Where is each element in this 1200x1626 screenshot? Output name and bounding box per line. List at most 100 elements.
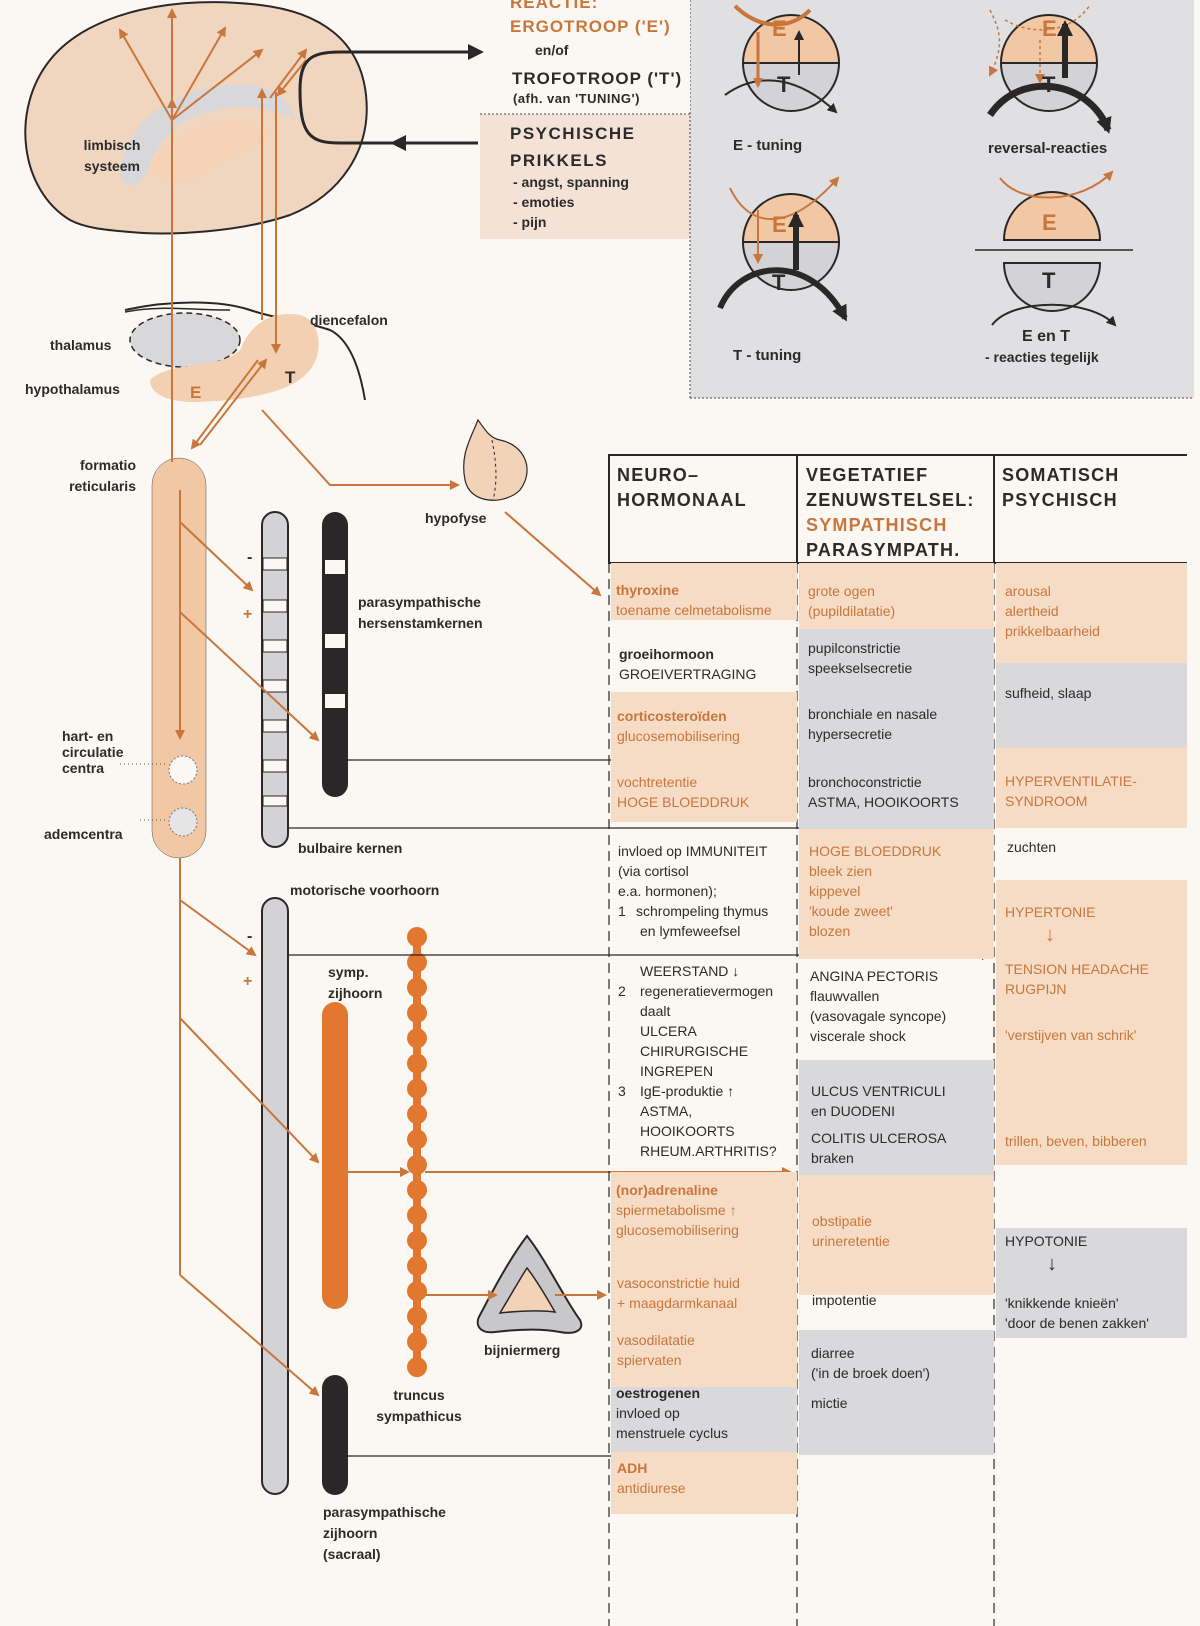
pp-angst: - angst, spanning xyxy=(513,174,629,190)
prikkels-label: PRIKKELS xyxy=(510,151,608,170)
bg-som-hypervent xyxy=(996,748,1187,828)
truncus-ganglion xyxy=(407,1281,427,1302)
neuro-immuniteit: invloed op IMMUNITEIT (via cortisol e.a.… xyxy=(618,843,769,939)
t-tuning-caption: T - tuning xyxy=(733,347,802,364)
truncus-ganglion xyxy=(407,1053,427,1074)
truncus-ganglion xyxy=(407,1180,427,1200)
arrow-down-dark: ↓ xyxy=(1047,1253,1057,1275)
bg-veg-ulcus xyxy=(799,1060,994,1175)
psychische-label: PSYCHISCHE xyxy=(510,124,636,143)
hypothal-T: T xyxy=(285,368,296,387)
hypothal-E: E xyxy=(190,383,202,402)
reversal-caption: reversal-reacties xyxy=(988,140,1108,157)
truncus-ganglion xyxy=(407,952,427,973)
tegelijk-caption: - reacties tegelijk xyxy=(985,349,1099,365)
veg-grote: grote ogen(pupildilatatie) xyxy=(808,583,896,619)
truncus-ganglion xyxy=(407,1129,427,1150)
minus-bottom: - xyxy=(247,928,253,945)
symp-zijhoorn-bar xyxy=(322,1002,348,1309)
veg-angina: ANGINA PECTORIS flauwvallen (vasovagale … xyxy=(810,968,947,1044)
truncus-ganglion xyxy=(407,1154,427,1175)
hart-circle xyxy=(168,755,198,785)
plus-top: + xyxy=(243,606,253,623)
psychische-box xyxy=(480,114,690,239)
ent-T: T xyxy=(1042,268,1056,293)
minus-top: - xyxy=(247,549,253,566)
bg-veg-diarree xyxy=(799,1330,994,1455)
bg-veg-hoge xyxy=(799,829,994,959)
veg-hoge: HOGE BLOEDDRUK bleek zien kippevel 'koud… xyxy=(809,843,942,939)
plus-bottom: + xyxy=(243,973,253,990)
som-hypertonie: HYPERTONIE xyxy=(1005,904,1096,920)
ruggenmerg-bar xyxy=(261,897,289,1495)
ttune-T: T xyxy=(772,270,786,295)
ttune-E: E xyxy=(772,212,787,237)
t-tuning-diagram xyxy=(717,176,848,322)
bg-som-hypotonie xyxy=(996,1228,1187,1338)
som-knik: 'knikkende knieën''door de benen zakken' xyxy=(1005,1295,1149,1331)
truncus-chain xyxy=(413,930,421,1370)
reactie-label: REACTIE: xyxy=(510,0,599,12)
som-trillen: trillen, beven, bibberen xyxy=(1005,1133,1147,1149)
thalamus-label: thalamus xyxy=(50,337,112,353)
e-tuning-caption: E - tuning xyxy=(733,137,803,154)
truncus-ganglion xyxy=(407,1205,427,1226)
bulbaire-label: bulbaire kernen xyxy=(298,840,403,856)
bg-neuro-adh xyxy=(611,1452,797,1514)
enof-label: en/of xyxy=(535,42,569,58)
bg-som-hypertonie xyxy=(996,880,1187,1165)
rev-T: T xyxy=(1042,72,1056,97)
header-neuro: NEURO–HORMONAAL xyxy=(617,465,747,510)
pp-emoties: - emoties xyxy=(513,194,575,210)
trofotroop-label: TROFOTROOP ('T') xyxy=(512,69,683,88)
truncus-ganglion xyxy=(407,1230,427,1251)
bg-neuro-cortico xyxy=(611,692,797,822)
bg-neuro-oestro xyxy=(611,1387,797,1452)
bg-veg-pupil xyxy=(799,629,994,829)
parasymp-bar xyxy=(322,512,348,797)
reactie-box xyxy=(480,0,690,112)
etune-T: T xyxy=(777,72,791,97)
n1: 1 xyxy=(618,903,626,919)
hypothalamus-label: hypothalamus xyxy=(25,381,120,397)
etune-E: E xyxy=(772,16,787,41)
bg-neuro-thyroxine xyxy=(611,563,797,620)
som-zuchten: zuchten xyxy=(1007,839,1057,855)
bg-som-sufheid xyxy=(996,663,1187,748)
bg-veg-grote xyxy=(799,563,994,629)
symp-zijhoorn-label: symp.zijhoorn xyxy=(328,964,383,1001)
truncus-ganglion xyxy=(407,1104,427,1125)
e-tuning-diagram xyxy=(724,4,841,114)
neuro-noradr: (nor)adrenaline spiermetabolisme ↑ gluco… xyxy=(616,1182,739,1238)
diencefalon-label: diencefalon xyxy=(310,312,388,328)
truncus-ganglion xyxy=(407,1028,427,1049)
hypofyse-label: hypofyse xyxy=(425,510,487,526)
motorische-label: motorische voorhoorn xyxy=(290,882,440,898)
adem-circle xyxy=(168,807,198,837)
truncus-ganglion xyxy=(407,977,427,998)
bg-veg-obst xyxy=(799,1175,994,1295)
bg-neuro-noradr xyxy=(611,1172,797,1387)
thalamus-ellipse xyxy=(129,312,241,368)
rev-E: E xyxy=(1042,16,1057,41)
som-hypervent: HYPERVENTILATIE-SYNDROOM xyxy=(1005,773,1137,809)
